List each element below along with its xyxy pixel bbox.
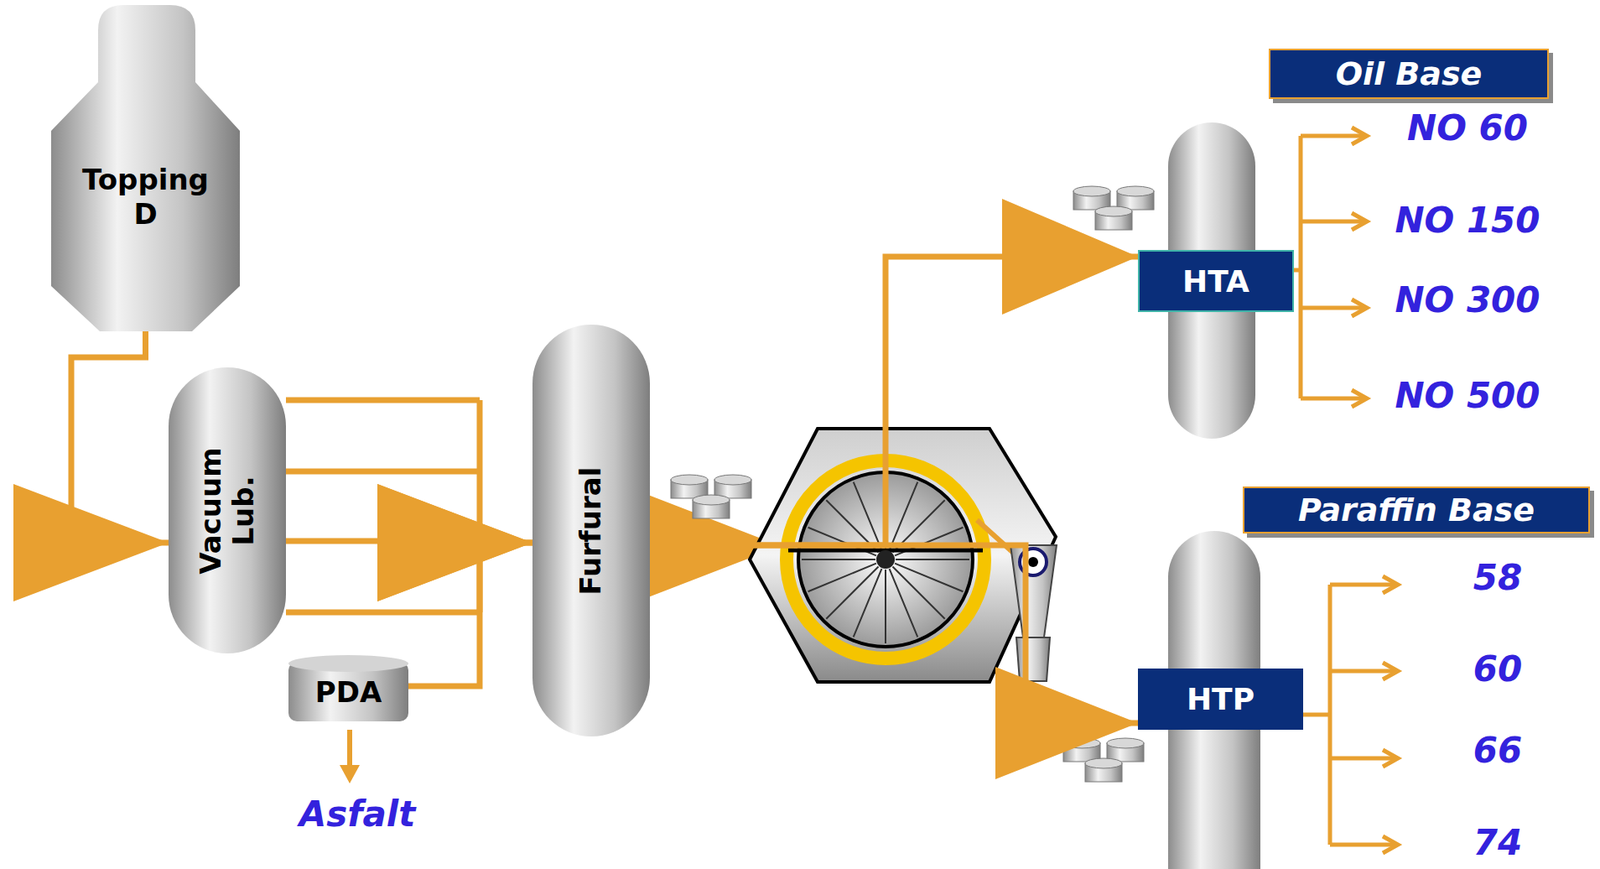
vessel-body [168, 367, 286, 654]
flow-line [285, 468, 480, 475]
node-label: PDA [315, 675, 382, 709]
flow-line [285, 397, 480, 404]
flow-line [285, 609, 480, 616]
grade-label: NO 300 [1394, 279, 1540, 321]
product-label: Asfalt [299, 793, 416, 835]
column-vessel: Topping D [51, 5, 240, 332]
node-label: HTP [1186, 681, 1255, 717]
cylinder-top [714, 474, 752, 485]
filter-housing [749, 428, 1056, 682]
cylinder-top [1073, 186, 1111, 197]
node-label: Oil Base [1335, 55, 1483, 93]
arrowhead [13, 483, 169, 602]
drum-vessel: PDA [288, 653, 409, 730]
arrowhead [377, 483, 533, 602]
cylinder-top [1095, 206, 1133, 217]
unit-tag: HTP [1137, 668, 1304, 730]
asfalt-arrowhead [339, 764, 360, 784]
grade-label: NO 60 [1407, 107, 1528, 149]
flow-connector [649, 545, 1138, 780]
column-vessel: Furfural [532, 324, 650, 737]
arrowhead [1002, 198, 1138, 315]
section-header: Paraffin Base [1242, 486, 1590, 534]
section-header: Oil Base [1268, 48, 1549, 99]
node-label: Topping D [82, 162, 209, 232]
drum-hub [876, 550, 895, 569]
grade-label: 66 [1473, 729, 1523, 771]
asfalt-outlet [347, 729, 353, 768]
flow-connector [13, 331, 169, 602]
unit-tag: HTA [1137, 249, 1294, 312]
spoke [825, 566, 878, 619]
column-vessel: Vacuum Lub. [168, 367, 286, 654]
grade-label: NO 150 [1394, 199, 1540, 241]
pump-cylinders [670, 186, 1154, 782]
spoke [889, 482, 919, 551]
vessel-body [51, 5, 240, 332]
spoke [894, 563, 963, 593]
vessel-body [532, 324, 650, 737]
spoke [808, 563, 877, 593]
spoke [853, 482, 883, 551]
node-label: Paraffin Base [1298, 491, 1535, 529]
flow-line [649, 256, 1138, 546]
hta-branches [1293, 127, 1367, 407]
arrowhead [995, 666, 1138, 780]
spoke [853, 568, 883, 637]
chute-eye-center [1028, 556, 1039, 567]
grade-label: NO 500 [1394, 374, 1540, 416]
flow-connector [649, 198, 1138, 546]
node-label: HTA [1182, 264, 1250, 299]
drum-top [288, 654, 409, 672]
flow-connector [285, 400, 533, 613]
htp-branches [1303, 576, 1398, 853]
spoke [801, 558, 876, 561]
grade-label: 58 [1473, 556, 1523, 598]
chute-pipe [1016, 637, 1050, 681]
flow-line [71, 331, 169, 543]
spoke [884, 569, 887, 644]
flow-connector [377, 483, 533, 686]
cylinder-top [1085, 758, 1123, 769]
spoke [889, 568, 919, 637]
cylinder-top [1106, 737, 1144, 749]
chute [1010, 545, 1057, 638]
node-label: Furfural [574, 466, 608, 595]
cylinder-top [692, 494, 730, 505]
grade-label: 74 [1473, 821, 1523, 863]
node-label: Vacuum Lub. [194, 446, 260, 574]
grade-label: 60 [1473, 648, 1523, 690]
cylinder-top [1116, 186, 1154, 197]
spoke [895, 558, 970, 561]
cylinder-top [670, 474, 708, 485]
spoke [892, 566, 945, 619]
arrowhead [377, 483, 533, 602]
